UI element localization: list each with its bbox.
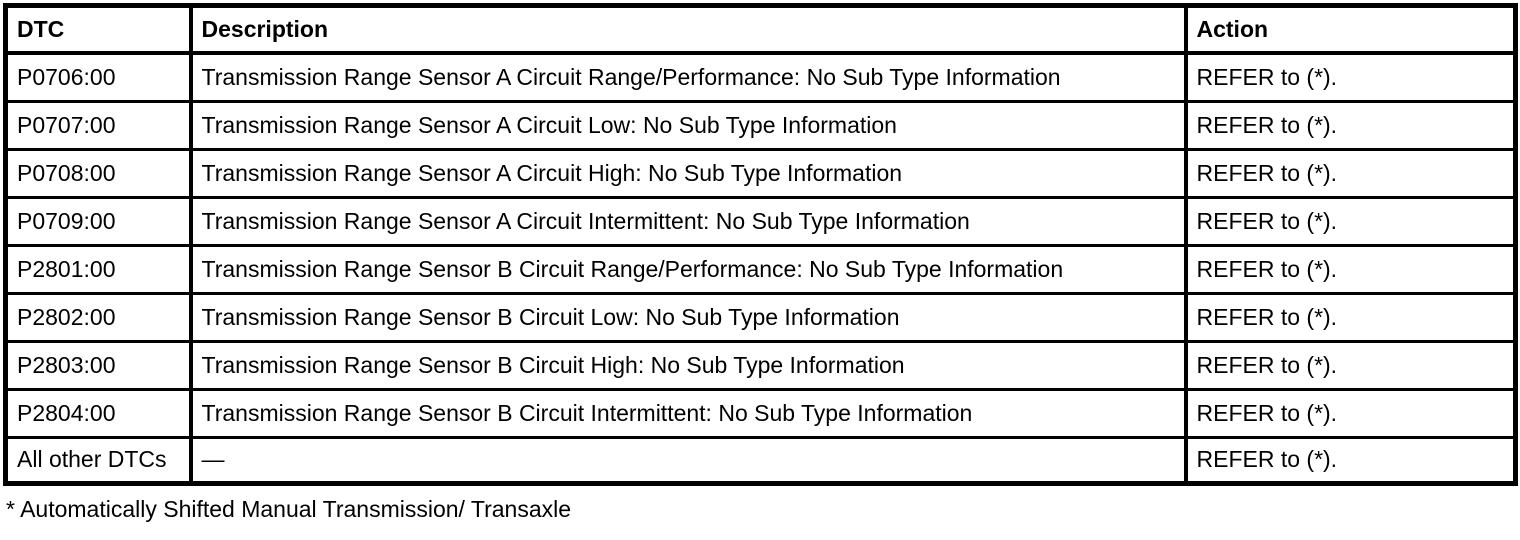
- action-cell: REFER to (*).: [1183, 100, 1518, 151]
- description-cell: Transmission Range Sensor A Circuit Inte…: [188, 196, 1188, 247]
- dtc-cell: All other DTCs: [3, 436, 193, 485]
- header-cell-dtc: DTC: [3, 4, 193, 55]
- description-cell: —: [188, 436, 1188, 485]
- table-row: All other DTCs — REFER to (*).: [3, 436, 1518, 485]
- dtc-cell: P0708:00: [3, 148, 193, 199]
- action-cell: REFER to (*).: [1183, 292, 1518, 343]
- description-cell: Transmission Range Sensor A Circuit Rang…: [188, 51, 1188, 103]
- table-row: P0707:00 Transmission Range Sensor A Cir…: [3, 100, 1518, 151]
- table-header-row: DTC Description Action: [3, 4, 1518, 55]
- action-cell: REFER to (*).: [1183, 340, 1518, 391]
- footnote: * Automatically Shifted Manual Transmiss…: [6, 496, 572, 522]
- action-cell: REFER to (*).: [1183, 148, 1518, 199]
- description-cell: Transmission Range Sensor B Circuit Inte…: [188, 388, 1188, 439]
- table-row: P2804:00 Transmission Range Sensor B Cir…: [3, 388, 1518, 439]
- table-row: P0709:00 Transmission Range Sensor A Cir…: [3, 196, 1518, 247]
- table-row: P2802:00 Transmission Range Sensor B Cir…: [3, 292, 1518, 343]
- dtc-cell: P2803:00: [3, 340, 193, 391]
- dtc-cell: P0707:00: [3, 100, 193, 151]
- dtc-cell: P0706:00: [3, 51, 193, 103]
- table-row: P0708:00 Transmission Range Sensor A Cir…: [3, 148, 1518, 199]
- action-cell: REFER to (*).: [1183, 196, 1518, 247]
- description-cell: Transmission Range Sensor B Circuit High…: [188, 340, 1188, 391]
- action-cell: REFER to (*).: [1183, 436, 1518, 485]
- action-cell: REFER to (*).: [1183, 244, 1518, 295]
- header-cell-action: Action: [1183, 4, 1518, 55]
- action-cell: REFER to (*).: [1183, 388, 1518, 439]
- dtc-table: DTC Description Action P0706:00 Transmis…: [3, 3, 1518, 486]
- header-cell-description: Description: [188, 4, 1188, 55]
- dtc-cell: P2801:00: [3, 244, 193, 295]
- description-cell: Transmission Range Sensor A Circuit Low:…: [188, 100, 1188, 151]
- description-cell: Transmission Range Sensor B Circuit Rang…: [188, 244, 1188, 295]
- description-cell: Transmission Range Sensor A Circuit High…: [188, 148, 1188, 199]
- dtc-cell: P2802:00: [3, 292, 193, 343]
- dtc-cell: P0709:00: [3, 196, 193, 247]
- table-row: P2801:00 Transmission Range Sensor B Cir…: [3, 244, 1518, 295]
- dtc-cell: P2804:00: [3, 388, 193, 439]
- action-cell: REFER to (*).: [1183, 51, 1518, 103]
- table-row: P0706:00 Transmission Range Sensor A Cir…: [3, 51, 1518, 103]
- table-row: P2803:00 Transmission Range Sensor B Cir…: [3, 340, 1518, 391]
- description-cell: Transmission Range Sensor B Circuit Low:…: [188, 292, 1188, 343]
